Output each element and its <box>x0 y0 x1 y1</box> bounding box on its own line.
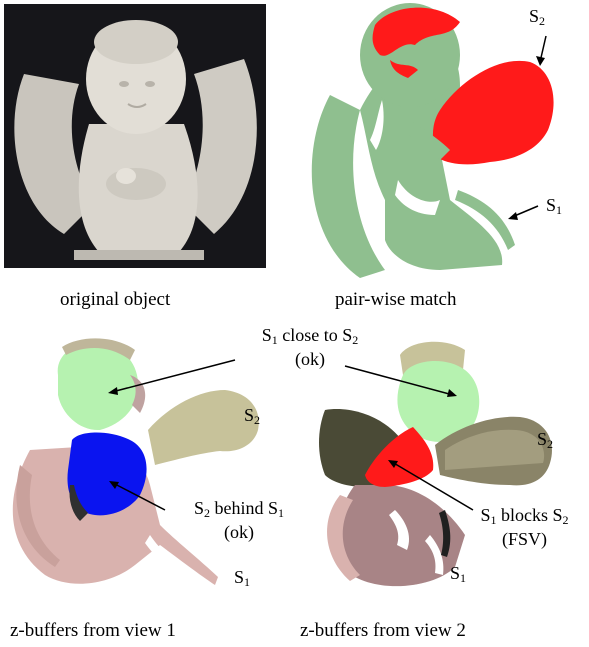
behind-annotation: S2 behind S1 (ok) <box>174 499 304 541</box>
caption-view1: z-buffers from view 1 <box>10 620 176 642</box>
caption-original: original object <box>60 289 170 311</box>
view2-s1-label: S1 <box>450 564 466 584</box>
blocks-annotation: S1 blocks S2 (FSV) <box>462 506 587 548</box>
behind-annotation-line1: S2 behind S1 <box>174 499 304 519</box>
view1-s1-label: S1 <box>234 568 250 588</box>
zbuffer-view2-render <box>295 335 589 595</box>
caption-view2: z-buffers from view 2 <box>300 620 466 642</box>
view2-s2-label: S2 <box>537 430 553 450</box>
zbuffer-view1-render <box>0 335 290 595</box>
pairwise-s1-label: S1 <box>546 196 562 216</box>
blocks-annotation-line1: S1 blocks S2 <box>462 506 587 526</box>
blocks-annotation-note: (FSV) <box>462 530 587 548</box>
caption-pairwise: pair-wise match <box>335 289 457 311</box>
behind-annotation-note: (ok) <box>174 523 304 541</box>
pairwise-s2-label: S2 <box>529 7 545 27</box>
pairwise-match-render <box>290 0 589 290</box>
view1-s2-label: S2 <box>244 406 260 426</box>
original-object-photo <box>4 4 266 268</box>
